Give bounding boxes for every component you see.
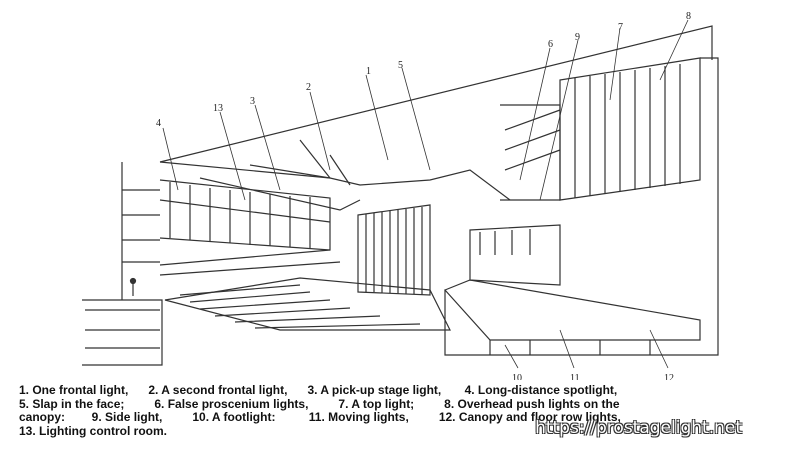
- caption-line-3: canopy: 9. Side light, 10. A footlight: …: [19, 410, 621, 424]
- callout-8: 8: [686, 11, 691, 22]
- callout-11: 11: [570, 373, 580, 380]
- legend-caption: 1. One frontal light, 2. A second fronta…: [19, 383, 719, 438]
- balcony: [159, 179, 331, 251]
- callout-6: 6: [548, 39, 553, 50]
- callout-2: 2: [306, 82, 311, 93]
- caption-line-2: 5. Slap in the face; 6. False proscenium…: [19, 396, 620, 411]
- callout-3: 3: [250, 96, 255, 107]
- callout-10: 10: [512, 373, 522, 380]
- fly-gallery: [559, 57, 701, 201]
- caption-line-1: 1. One frontal light, 2. A second fronta…: [19, 383, 618, 397]
- theater-section-drawing: 1 2 3 4 5 6 7 8 9 10 11 12 13: [82, 11, 719, 380]
- caption-line-4: 13. Lighting control room.: [19, 423, 167, 438]
- ceiling: [159, 161, 511, 201]
- watermark: https://prostagelight.net: [535, 418, 742, 438]
- callout-numbers: 1 2 3 4 5 6 7 8 9 10 11 12 13: [156, 11, 691, 380]
- callout-12: 12: [664, 373, 674, 380]
- roof-line: [159, 25, 713, 163]
- stage-floor: [443, 279, 701, 341]
- callout-1: 1: [366, 66, 371, 77]
- lobby-wall: [82, 162, 163, 366]
- callout-9: 9: [575, 32, 580, 43]
- callout-13: 13: [213, 103, 223, 114]
- stalls-seating: [164, 277, 451, 331]
- proscenium: [357, 204, 431, 296]
- callout-5: 5: [398, 60, 403, 71]
- callout-7: 7: [618, 22, 623, 33]
- stage-tower: [444, 57, 719, 356]
- callout-4: 4: [156, 118, 161, 129]
